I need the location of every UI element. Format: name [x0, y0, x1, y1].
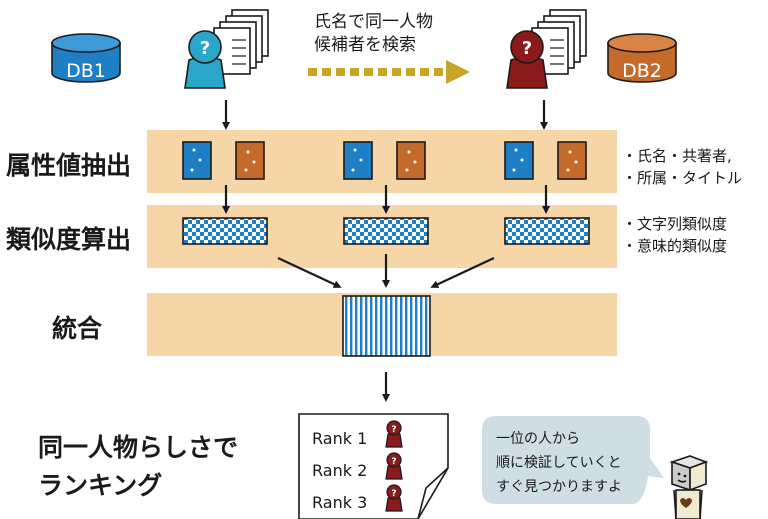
db1-label: DB1 — [66, 60, 106, 82]
search-caption-line-1: 氏名で同一人物 — [314, 12, 433, 32]
stage-label-extract: 属性値抽出 — [6, 151, 132, 180]
stage-label-ranking-line-1: 同一人物らしさで — [38, 433, 239, 462]
rank-3-marker: ? — [391, 489, 396, 499]
person-icon-rank-3 — [385, 484, 403, 512]
speech-line-3: すぐ見つかりますよ — [496, 479, 622, 495]
person-icon-rank-2 — [385, 452, 403, 480]
ranking-document-fold — [417, 467, 449, 519]
search-arrow-icon — [308, 60, 470, 84]
similarity-bar-1 — [182, 217, 268, 245]
rank-1-label: Rank 1 — [312, 429, 368, 448]
database-icon-db2 — [607, 33, 677, 83]
speech-bubble — [482, 416, 664, 504]
person-icon-rank-1 — [385, 420, 403, 448]
db2-label: DB2 — [622, 60, 662, 82]
rank-1-marker: ? — [391, 425, 396, 435]
person-icon-right — [506, 30, 548, 89]
robot-character-icon — [669, 455, 709, 519]
person-icon-left — [184, 30, 226, 89]
note-similarities-1: ・文字列類似度 — [622, 215, 728, 233]
stage-label-ranking-line-2: ランキング — [38, 471, 163, 500]
rank-2-marker: ? — [391, 457, 396, 467]
stage-label-merge: 統合 — [52, 314, 103, 343]
attribute-cards-3 — [504, 141, 587, 180]
stage-label-similarity: 類似度算出 — [6, 225, 132, 254]
note-attributes-1: ・氏名・共著者, — [622, 147, 732, 165]
attribute-cards-1 — [182, 141, 265, 180]
document-stack-icon-left — [213, 9, 269, 75]
merge-box — [342, 295, 431, 357]
speech-line-1: 一位の人から — [496, 431, 580, 447]
database-icon-db1 — [51, 33, 121, 83]
band-extract — [147, 130, 617, 193]
similarity-bar-2 — [343, 217, 429, 245]
ranking-document — [298, 413, 449, 519]
search-caption-line-2: 候補者を検索 — [314, 35, 416, 55]
arrow-merge-right — [430, 257, 495, 288]
similarity-bar-3 — [504, 217, 590, 245]
note-attributes-2: ・所属・タイトル — [622, 169, 743, 187]
note-similarities-2: ・意味的類似度 — [622, 237, 728, 255]
rank-2-label: Rank 2 — [312, 461, 368, 480]
speech-line-2: 順に検証していくと — [496, 455, 622, 471]
question-mark-right: ? — [522, 38, 532, 59]
arrow-merge-left — [277, 257, 342, 288]
attribute-cards-2 — [343, 141, 426, 180]
rank-3-label: Rank 3 — [312, 493, 368, 512]
question-mark-left: ? — [200, 38, 210, 59]
